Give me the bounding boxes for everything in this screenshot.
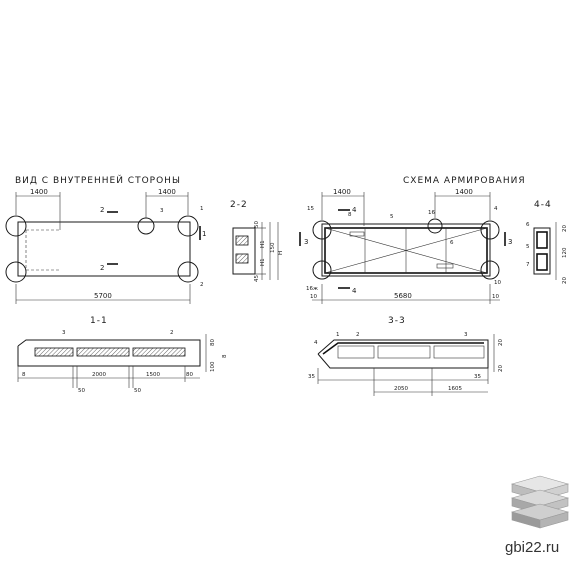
loop-circle — [177, 215, 199, 237]
s11-dim-h1: 80 — [210, 339, 216, 346]
section-3-3-title: 3-3 — [388, 316, 406, 326]
dim-view-top-right: 1400 — [158, 188, 176, 196]
s33-marker-3: 3 — [464, 332, 468, 338]
marker-10: 10 — [494, 280, 501, 286]
s11-dim-e: 80 — [186, 372, 193, 378]
s33-marker-2: 2 — [356, 332, 360, 338]
marker-14: 4 — [494, 206, 498, 212]
cut-mark-1: 1 — [202, 230, 206, 238]
s11-dim-h2: 8 — [222, 354, 228, 358]
s11-dim-a: 50 — [78, 388, 85, 394]
s22-dim-h1: H1 — [260, 240, 266, 248]
s22-dim-h1b: H1 — [260, 258, 266, 266]
section-2-2: 2-2 50 H1 150 H1 H 45 — [230, 200, 284, 282]
inside-view: ВИД С ВНУТРЕННЕЙ СТОРОНЫ 1400 1400 5700 … — [5, 174, 206, 304]
loop-circle — [137, 217, 155, 235]
s22-dim-h: H — [278, 251, 284, 255]
marker-3: 3 — [160, 208, 164, 214]
s33-dim-a: 2050 — [394, 386, 408, 392]
s22-dim-50: 50 — [254, 221, 260, 228]
cut-mark-4: 4 — [352, 206, 357, 214]
marker-6: 6 — [450, 240, 454, 246]
s11-marker-2: 2 — [170, 330, 174, 336]
cut-mark-3b: 3 — [508, 238, 512, 246]
s33-dim-h1: 20 — [498, 339, 504, 346]
dim-view-overall: 5700 — [94, 292, 112, 300]
s11-dim-h3: 100 — [210, 361, 216, 372]
marker-15: 15 — [307, 206, 314, 212]
marker-2: 2 — [200, 282, 204, 288]
s33-dim-left: 35 — [308, 374, 315, 380]
cut-mark-2b: 2 — [100, 264, 104, 272]
s33-marker-4: 4 — [314, 340, 318, 346]
s11-dim-d: 1500 — [146, 372, 160, 378]
s44-marker-5: 5 — [526, 244, 530, 250]
dim-view-top-left: 1400 — [30, 188, 48, 196]
s44-marker-6: 6 — [526, 222, 530, 228]
s44-dim-120: 120 — [562, 247, 568, 258]
section-4-4-title: 4-4 — [534, 200, 552, 210]
reinforcement-scheme: СХЕМА АРМИРОВАНИЯ 1400 1400 5680 10 10 1… — [299, 176, 526, 304]
section-1-1: 1-1 3 2 8 50 2000 50 1500 80 80 8 100 — [17, 316, 228, 394]
dim-scheme-right-end: 10 — [492, 294, 499, 300]
marker-8: 8 — [348, 212, 352, 218]
scheme-title: СХЕМА АРМИРОВАНИЯ — [403, 176, 526, 186]
s22-dim-45: 45 — [254, 275, 260, 282]
scheme-corner-label: 16ж — [306, 286, 318, 292]
s33-marker-1: 1 — [336, 332, 340, 338]
section-4-4: 4-4 20 120 20 6 5 7 — [526, 200, 568, 284]
cut-mark-4b: 4 — [352, 287, 357, 295]
s44-marker-7: 7 — [526, 262, 530, 268]
s33-dim-right: 35 — [474, 374, 481, 380]
s11-dim-left: 8 — [22, 372, 26, 378]
marker-5: 5 — [390, 214, 394, 220]
section-3-3: 3-3 4 1 2 3 35 2050 1605 35 20 20 — [308, 316, 504, 396]
section-2-2-title: 2-2 — [230, 200, 248, 210]
loop-circle — [177, 261, 199, 283]
s33-dim-h2: 20 — [498, 365, 504, 372]
s11-dim-c: 50 — [134, 388, 141, 394]
site-logo — [510, 475, 570, 529]
s11-dim-b: 2000 — [92, 372, 106, 378]
dim-scheme-top-left: 1400 — [333, 188, 351, 196]
marker-1: 1 — [200, 206, 204, 212]
dim-scheme-left-end: 10 — [310, 294, 317, 300]
s11-marker-3: 3 — [62, 330, 66, 336]
s44-dim-20: 20 — [562, 225, 568, 232]
slab-outline — [17, 221, 191, 277]
dim-scheme-top-right: 1400 — [455, 188, 473, 196]
cut-mark-3: 3 — [304, 238, 308, 246]
cut-mark-2: 2 — [100, 206, 104, 214]
loop-circle — [5, 215, 27, 237]
section-1-1-title: 1-1 — [90, 316, 108, 326]
s22-dim-150: 150 — [270, 242, 276, 253]
site-watermark: gbi22.ru — [505, 539, 559, 556]
s44-dim-20b: 20 — [562, 277, 568, 284]
view-title: ВИД С ВНУТРЕННЕЙ СТОРОНЫ — [15, 174, 181, 186]
dim-scheme-overall: 5680 — [394, 292, 412, 300]
marker-16: 16 — [428, 210, 435, 216]
s33-dim-b: 1605 — [448, 386, 462, 392]
loop-circle — [5, 261, 27, 283]
